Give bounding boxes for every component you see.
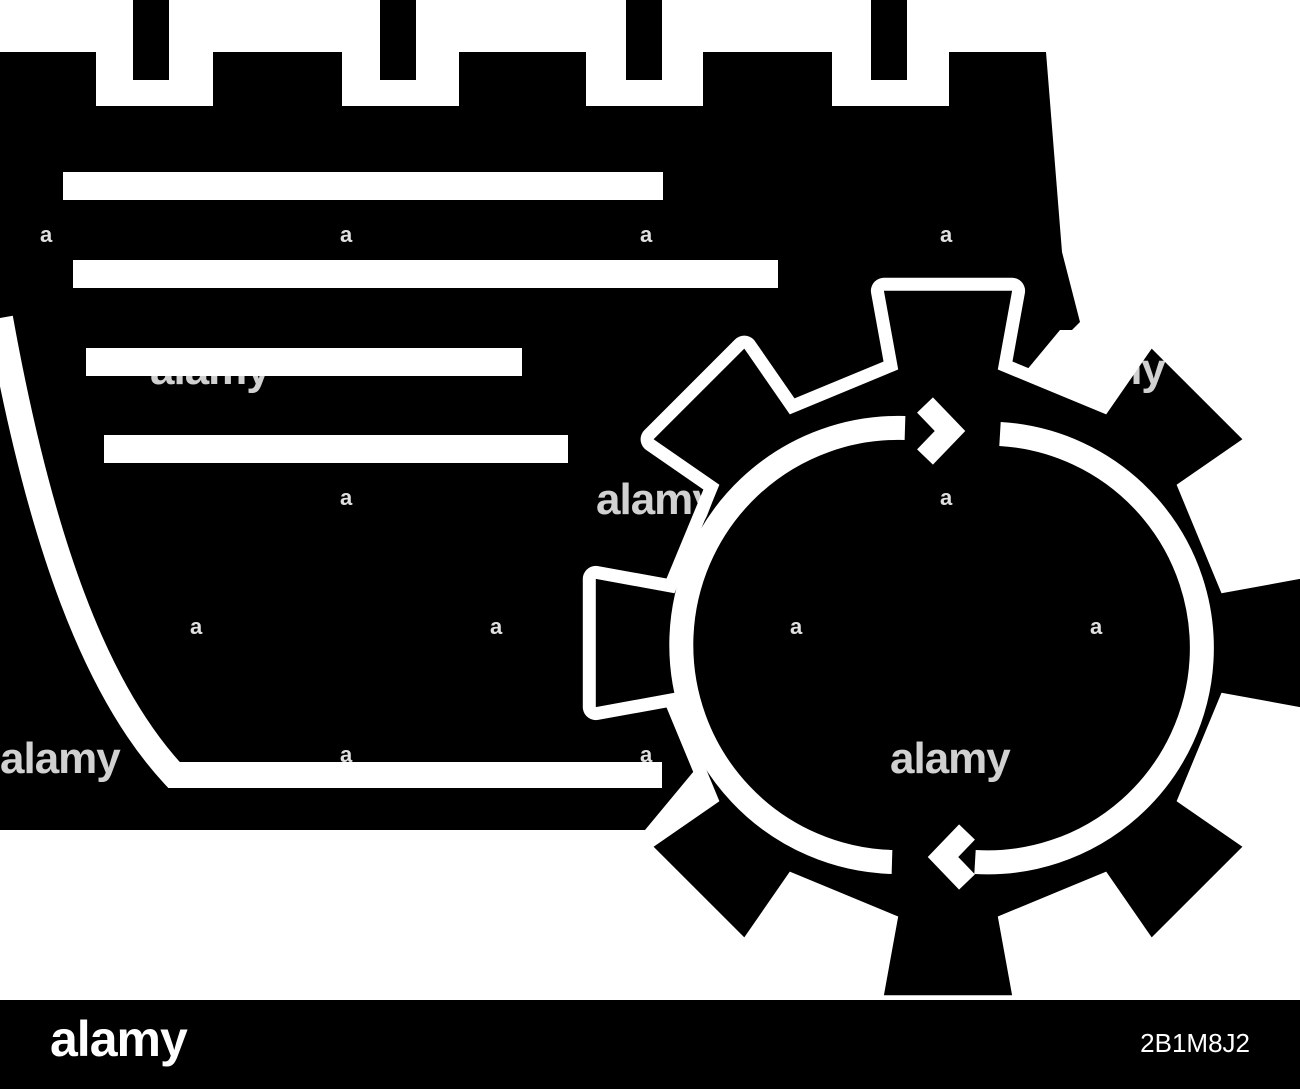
watermark-word: alamy	[150, 345, 271, 394]
calendar-gear-illustration	[0, 0, 1300, 996]
watermark-mark: a	[1090, 614, 1103, 639]
refresh-arrows-icon	[669, 397, 1214, 890]
footer-logo: alamy	[50, 1011, 188, 1067]
watermark-word: alamy	[0, 734, 121, 783]
watermark-word: alamy	[596, 475, 717, 524]
calendar-icon	[0, 0, 1080, 830]
watermark-word: alamy	[1045, 345, 1166, 394]
watermark-mark: a	[790, 874, 803, 899]
watermark-mark: a	[640, 742, 653, 767]
watermark-mark: a	[40, 222, 53, 247]
watermark-mark: a	[340, 485, 353, 510]
watermark-word: alamy	[890, 734, 1011, 783]
watermark-mark: a	[640, 222, 653, 247]
footer-bar: alamy 2B1M8J2	[0, 1000, 1300, 1089]
image-id: 2B1M8J2	[1140, 1028, 1250, 1058]
watermark-mark: a	[940, 485, 953, 510]
watermark-mark: a	[490, 614, 503, 639]
watermark-mark: a	[190, 614, 203, 639]
watermark-mark: a	[340, 222, 353, 247]
watermark-mark: a	[790, 614, 803, 639]
watermark-mark: a	[490, 354, 503, 379]
watermark-mark: a	[190, 874, 203, 899]
watermark-mark: a	[940, 222, 953, 247]
watermark-mark: a	[490, 874, 503, 899]
watermark-mark: a	[340, 742, 353, 767]
